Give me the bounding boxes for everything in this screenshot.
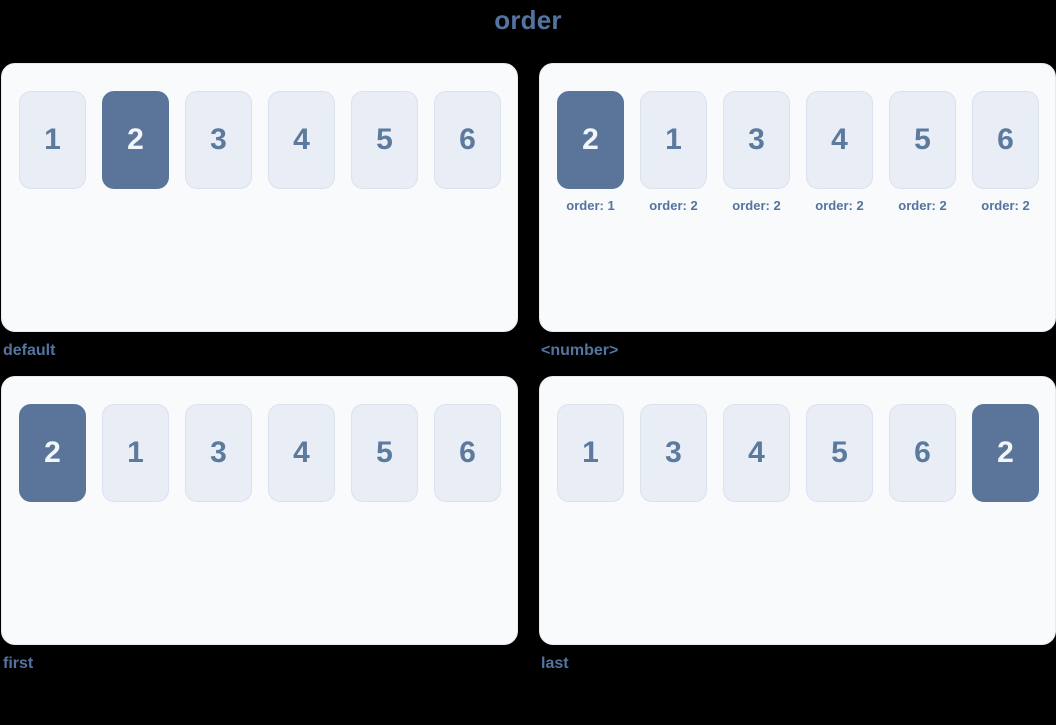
flex-item-5: 5 (351, 91, 418, 189)
order-value-label: order: 2 (981, 198, 1030, 213)
flex-item-cell: 4 (268, 91, 335, 189)
flex-item-1: 1 (640, 91, 707, 189)
flex-item-cell: 6 (434, 91, 501, 189)
flex-item-6: 6 (889, 404, 956, 502)
flex-item-6: 6 (434, 91, 501, 189)
flex-item-2-highlighted: 2 (19, 404, 86, 502)
flex-item-cell: 2 (102, 91, 169, 189)
flex-item-cell: 2 (19, 404, 86, 502)
flex-item-1: 1 (557, 404, 624, 502)
flex-item-3: 3 (640, 404, 707, 502)
flex-item-cell: 1 (102, 404, 169, 502)
panel-number: 2 order: 1 1 order: 2 3 order: 2 4 order: 2 5 ord… (539, 63, 1056, 332)
flex-item-cell: 3 (640, 404, 707, 502)
flex-item-cell: 3 (185, 91, 252, 189)
flex-item-3: 3 (185, 91, 252, 189)
flex-item-4: 4 (268, 404, 335, 502)
flex-item-1: 1 (19, 91, 86, 189)
flex-item-cell: 5 (351, 91, 418, 189)
flex-item-cell: 6 (889, 404, 956, 502)
page-title: order (494, 5, 562, 35)
flex-item-cell: 1 (19, 91, 86, 189)
flex-item-cell: 3 (185, 404, 252, 502)
flex-item-cell: 6 (434, 404, 501, 502)
order-value-label: order: 2 (815, 198, 864, 213)
flex-item-6: 6 (972, 91, 1039, 189)
flex-item-1: 1 (102, 404, 169, 502)
flex-item-cell: 4 (268, 404, 335, 502)
flex-item-3: 3 (185, 404, 252, 502)
flex-item-2-highlighted: 2 (972, 404, 1039, 502)
flex-item-4: 4 (268, 91, 335, 189)
flex-item-5: 5 (806, 404, 873, 502)
flex-item-cell: 3 order: 2 (723, 91, 790, 213)
flex-item-cell: 2 order: 1 (557, 91, 624, 213)
flex-item-cell: 5 order: 2 (889, 91, 956, 213)
flex-item-cell: 4 (723, 404, 790, 502)
flex-item-6: 6 (434, 404, 501, 502)
flex-item-cell: 5 (806, 404, 873, 502)
order-value-label: order: 1 (566, 198, 615, 213)
demo-cell-number: 2 order: 1 1 order: 2 3 order: 2 4 order: 2 5 ord… (539, 63, 1056, 360)
flex-item-5: 5 (889, 91, 956, 189)
panel-caption-default: default (3, 342, 56, 359)
order-value-label: order: 2 (649, 198, 698, 213)
panel-caption-first: first (3, 655, 34, 672)
flex-item-cell: 2 (972, 404, 1039, 502)
order-value-label: order: 2 (732, 198, 781, 213)
flex-item-4: 4 (723, 404, 790, 502)
flex-item-2-highlighted: 2 (102, 91, 169, 189)
flex-item-cell: 6 order: 2 (972, 91, 1039, 213)
flex-item-cell: 1 order: 2 (640, 91, 707, 213)
flex-item-2-highlighted: 2 (557, 91, 624, 189)
order-value-label: order: 2 (898, 198, 947, 213)
flex-item-5: 5 (351, 404, 418, 502)
flex-item-4: 4 (806, 91, 873, 189)
flex-item-cell: 1 (557, 404, 624, 502)
panel-caption-last: last (541, 655, 569, 672)
flex-item-cell: 5 (351, 404, 418, 502)
flex-items-row: 2 order: 1 1 order: 2 3 order: 2 4 order: 2 5 ord… (557, 91, 1039, 213)
panel-caption-number: <number> (541, 342, 619, 359)
flex-item-3: 3 (723, 91, 790, 189)
flex-item-cell: 4 order: 2 (806, 91, 873, 213)
